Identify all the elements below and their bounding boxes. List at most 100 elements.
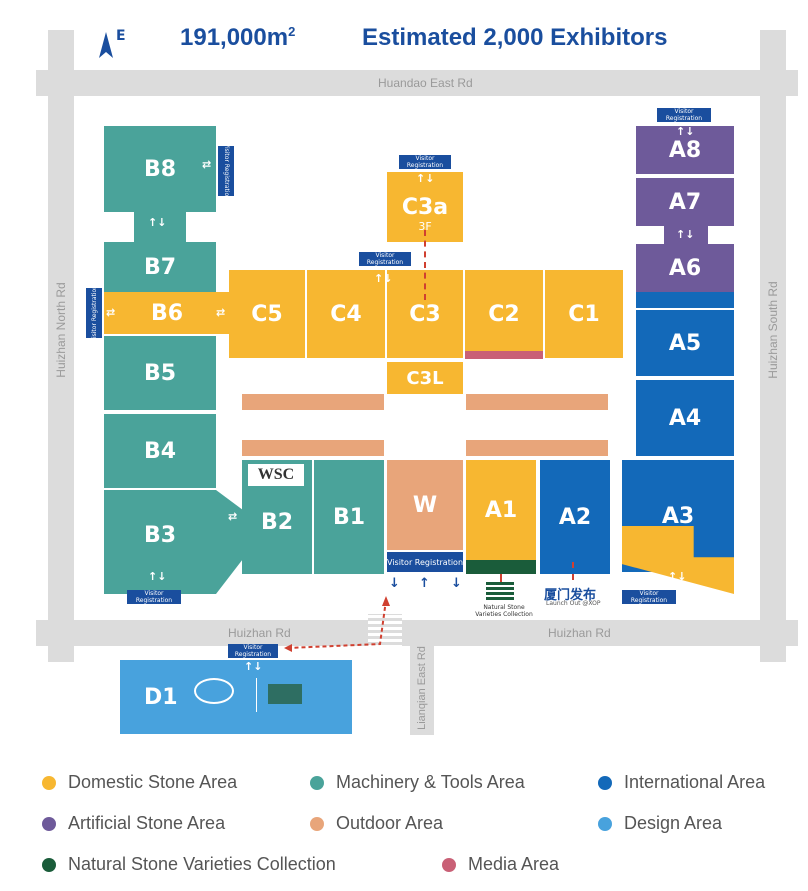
- outdoor-strip-4: [466, 440, 608, 456]
- hall-d1-label: D1: [144, 684, 178, 710]
- arrows-c3a: ↑↓: [416, 172, 435, 185]
- road-label-huizhan-south: Huizhan South Rd: [766, 281, 780, 379]
- outdoor-strip-1: [242, 394, 384, 410]
- legend-machinery-label: Machinery & Tools Area: [336, 772, 525, 792]
- crosswalk: [368, 614, 402, 648]
- arrows-b8-b7: ↑↓: [148, 216, 167, 229]
- hall-c3l[interactable]: C3L: [387, 362, 463, 394]
- a6-a5-divider: [636, 292, 734, 308]
- hall-b1[interactable]: B1: [314, 460, 384, 574]
- arrows-c1-a: ⇄: [624, 306, 634, 319]
- legend-artificial-swatch: [42, 816, 56, 831]
- launch-caption: Launch Out @XOP: [546, 600, 601, 607]
- visitor-registration-c4[interactable]: Visitor Registration: [359, 252, 411, 266]
- arrows-b8: ⇄: [202, 158, 212, 171]
- legend-international-swatch: [598, 775, 612, 790]
- hall-b6[interactable]: B6: [104, 292, 230, 334]
- legend-international-label: International Area: [624, 772, 766, 792]
- arrows-b3: ↑↓: [148, 570, 167, 583]
- legend-artificial-label: Artificial Stone Area: [68, 813, 226, 833]
- entry-arrow-left: ↓: [389, 576, 400, 591]
- hall-a4[interactable]: A4: [636, 380, 734, 456]
- launch-logo: 厦门发布: [544, 588, 597, 603]
- hall-a2[interactable]: A2: [540, 460, 610, 574]
- hall-b8[interactable]: B8: [104, 126, 216, 212]
- compass-label: E: [116, 28, 126, 44]
- connector-a7-a6: [664, 226, 708, 244]
- legend-media-label: Media Area: [468, 854, 560, 874]
- visitor-registration-a3[interactable]: Visitor Registration: [622, 590, 676, 604]
- d1-logo-1-icon: [194, 678, 234, 704]
- legend-machinery-swatch: [310, 775, 324, 790]
- media-area-c2: [465, 351, 543, 359]
- legend-design-label: Design Area: [624, 813, 723, 833]
- hall-c1[interactable]: C1: [545, 270, 623, 358]
- hall-b5[interactable]: B5: [104, 334, 216, 410]
- visitor-registration-d1[interactable]: Visitor Registration: [228, 644, 278, 658]
- natural-stone-link: [500, 574, 502, 586]
- road-huizhan-north: [48, 30, 74, 662]
- hall-b3-shape[interactable]: [104, 490, 244, 594]
- hall-d1[interactable]: D1: [120, 660, 352, 734]
- arrows-d1: ↑↓: [244, 660, 263, 673]
- natural-stone-area: [466, 560, 536, 574]
- area-unit-sup: 2: [288, 24, 296, 39]
- visitor-registration-c3a[interactable]: Visitor Registration: [399, 155, 451, 169]
- hall-c3a-floor: 3F: [418, 220, 432, 233]
- hall-a5[interactable]: A5: [636, 310, 734, 376]
- road-huandao-east: [36, 70, 798, 96]
- visitor-registration-a8[interactable]: Visitor Registration: [657, 108, 711, 122]
- hall-c2[interactable]: C2: [465, 270, 543, 358]
- outdoor-strip-3: [242, 440, 384, 456]
- c3a-c3-link: [424, 230, 426, 300]
- visitor-registration-b3[interactable]: Visitor Registration: [127, 590, 181, 604]
- natural-stone-caption: Natural Stone Varieties Collection: [475, 604, 533, 618]
- visitor-registration-b8[interactable]: Visitor Registration: [218, 142, 234, 200]
- visitor-registration-b6[interactable]: Visitor Registration: [86, 284, 102, 342]
- area-title: 191,000m2: [180, 24, 295, 52]
- legend-international: International Area: [598, 772, 765, 793]
- hall-c5[interactable]: C5: [229, 270, 305, 358]
- arrows-c4: ↑↓: [374, 272, 393, 285]
- road-label-huizhan-left: Huizhan Rd: [228, 626, 291, 640]
- legend-outdoor: Outdoor Area: [310, 813, 443, 834]
- entry-arrow-mid: ↑: [419, 576, 430, 591]
- arrows-b3-b2: ⇄: [228, 510, 238, 523]
- legend-media: Media Area: [442, 854, 559, 875]
- legend-design-swatch: [598, 816, 612, 831]
- d1-logo-2-icon: [268, 684, 302, 704]
- legend-machinery: Machinery & Tools Area: [310, 772, 525, 793]
- hall-c4[interactable]: C4: [307, 270, 385, 358]
- hall-b4[interactable]: B4: [104, 412, 216, 488]
- arrows-a7-a6: ↑↓: [676, 228, 695, 241]
- arrows-b6-c5: ⇄: [216, 306, 226, 319]
- legend-design: Design Area: [598, 813, 722, 834]
- wsc-logo: WSC: [248, 464, 304, 486]
- hall-a1[interactable]: A1: [466, 460, 536, 560]
- d1-divider: [256, 678, 257, 712]
- hall-b7[interactable]: B7: [104, 242, 216, 292]
- road-label-huizhan-right: Huizhan Rd: [548, 626, 611, 640]
- arrows-a8: ↑↓: [676, 125, 695, 138]
- hall-w[interactable]: W: [387, 460, 463, 550]
- arrows-b6: ⇄: [106, 306, 116, 319]
- visitor-registration-w[interactable]: Visitor Registration: [387, 552, 463, 572]
- area-value: 191,000m: [180, 24, 289, 51]
- arrows-a2-a3: ⇄: [610, 510, 620, 523]
- legend-domestic-swatch: [42, 775, 56, 790]
- natural-stone-logo-icon: [486, 582, 514, 602]
- hall-c3a-label: C3a: [401, 195, 449, 220]
- hall-a6[interactable]: A6: [636, 244, 734, 292]
- hall-a7[interactable]: A7: [636, 178, 734, 226]
- road-label-huizhan-north: Huizhan North Rd: [54, 282, 68, 378]
- legend-domestic: Domestic Stone Area: [42, 772, 237, 793]
- hall-a8[interactable]: A8: [636, 126, 734, 174]
- route-to-d1: [284, 596, 394, 652]
- legend-natural-stone-swatch: [42, 857, 56, 872]
- legend-artificial: Artificial Stone Area: [42, 813, 225, 834]
- exhibitors-title: Estimated 2,000 Exhibitors: [362, 24, 668, 51]
- road-label-lianqian: Lianqian East Rd: [416, 646, 428, 730]
- road-lianqian-east: [410, 640, 434, 735]
- legend-domestic-label: Domestic Stone Area: [68, 772, 238, 792]
- hall-b3: B3: [143, 522, 177, 548]
